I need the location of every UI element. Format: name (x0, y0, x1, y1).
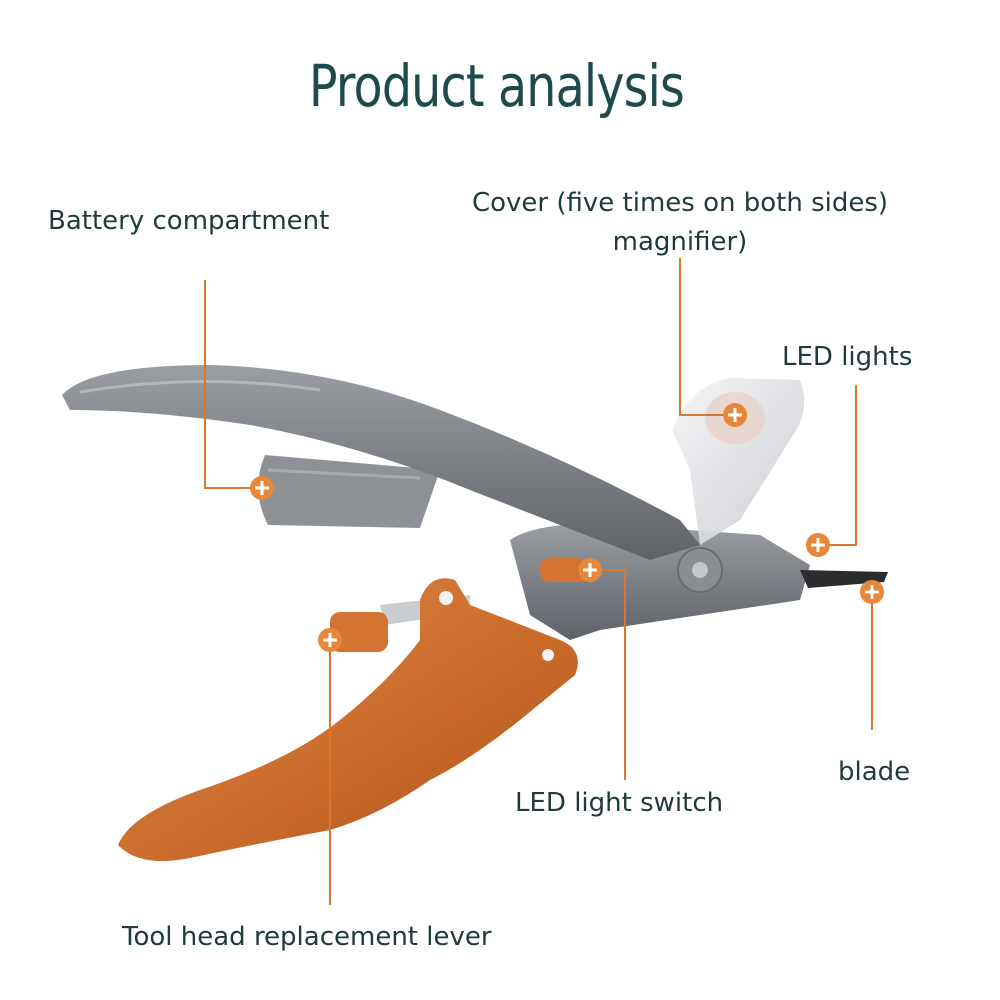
lower-body-part (510, 524, 810, 640)
lever-knob-part (330, 612, 388, 652)
orange-handle-part (118, 578, 578, 862)
leader-lines (204, 258, 873, 905)
page-title: Product analysis (308, 52, 685, 120)
battery-compartment-part (258, 455, 440, 528)
led-lights-plus-marker (806, 533, 830, 557)
led-light-switch-label: LED light switch (515, 788, 724, 818)
pivot-part (677, 547, 723, 593)
blade-label: blade (838, 757, 911, 787)
led-switch-plus-marker (578, 558, 602, 582)
cover-label-line2: magnifier) (612, 227, 748, 257)
cover-plus-marker (723, 403, 747, 427)
cover-label-line1: Cover (five times on both sides) (471, 188, 889, 218)
lever-plus-marker (318, 628, 342, 652)
switch-button-part (540, 558, 588, 582)
led-lights-leader-line (818, 385, 857, 546)
cover-leader-line (679, 258, 735, 416)
markers (250, 403, 884, 652)
battery-leader-line (204, 280, 262, 489)
tool-head-lever-label: Tool head replacement lever (122, 922, 492, 952)
blade-plus-marker (860, 580, 884, 604)
upper-handle-part (62, 365, 700, 560)
battery-plus-marker (250, 476, 274, 500)
led-lights-label: LED lights (782, 342, 913, 372)
blade-part (800, 570, 888, 588)
magnifier-cover-part (672, 378, 805, 545)
battery-compartment-label: Battery compartment (48, 206, 330, 236)
